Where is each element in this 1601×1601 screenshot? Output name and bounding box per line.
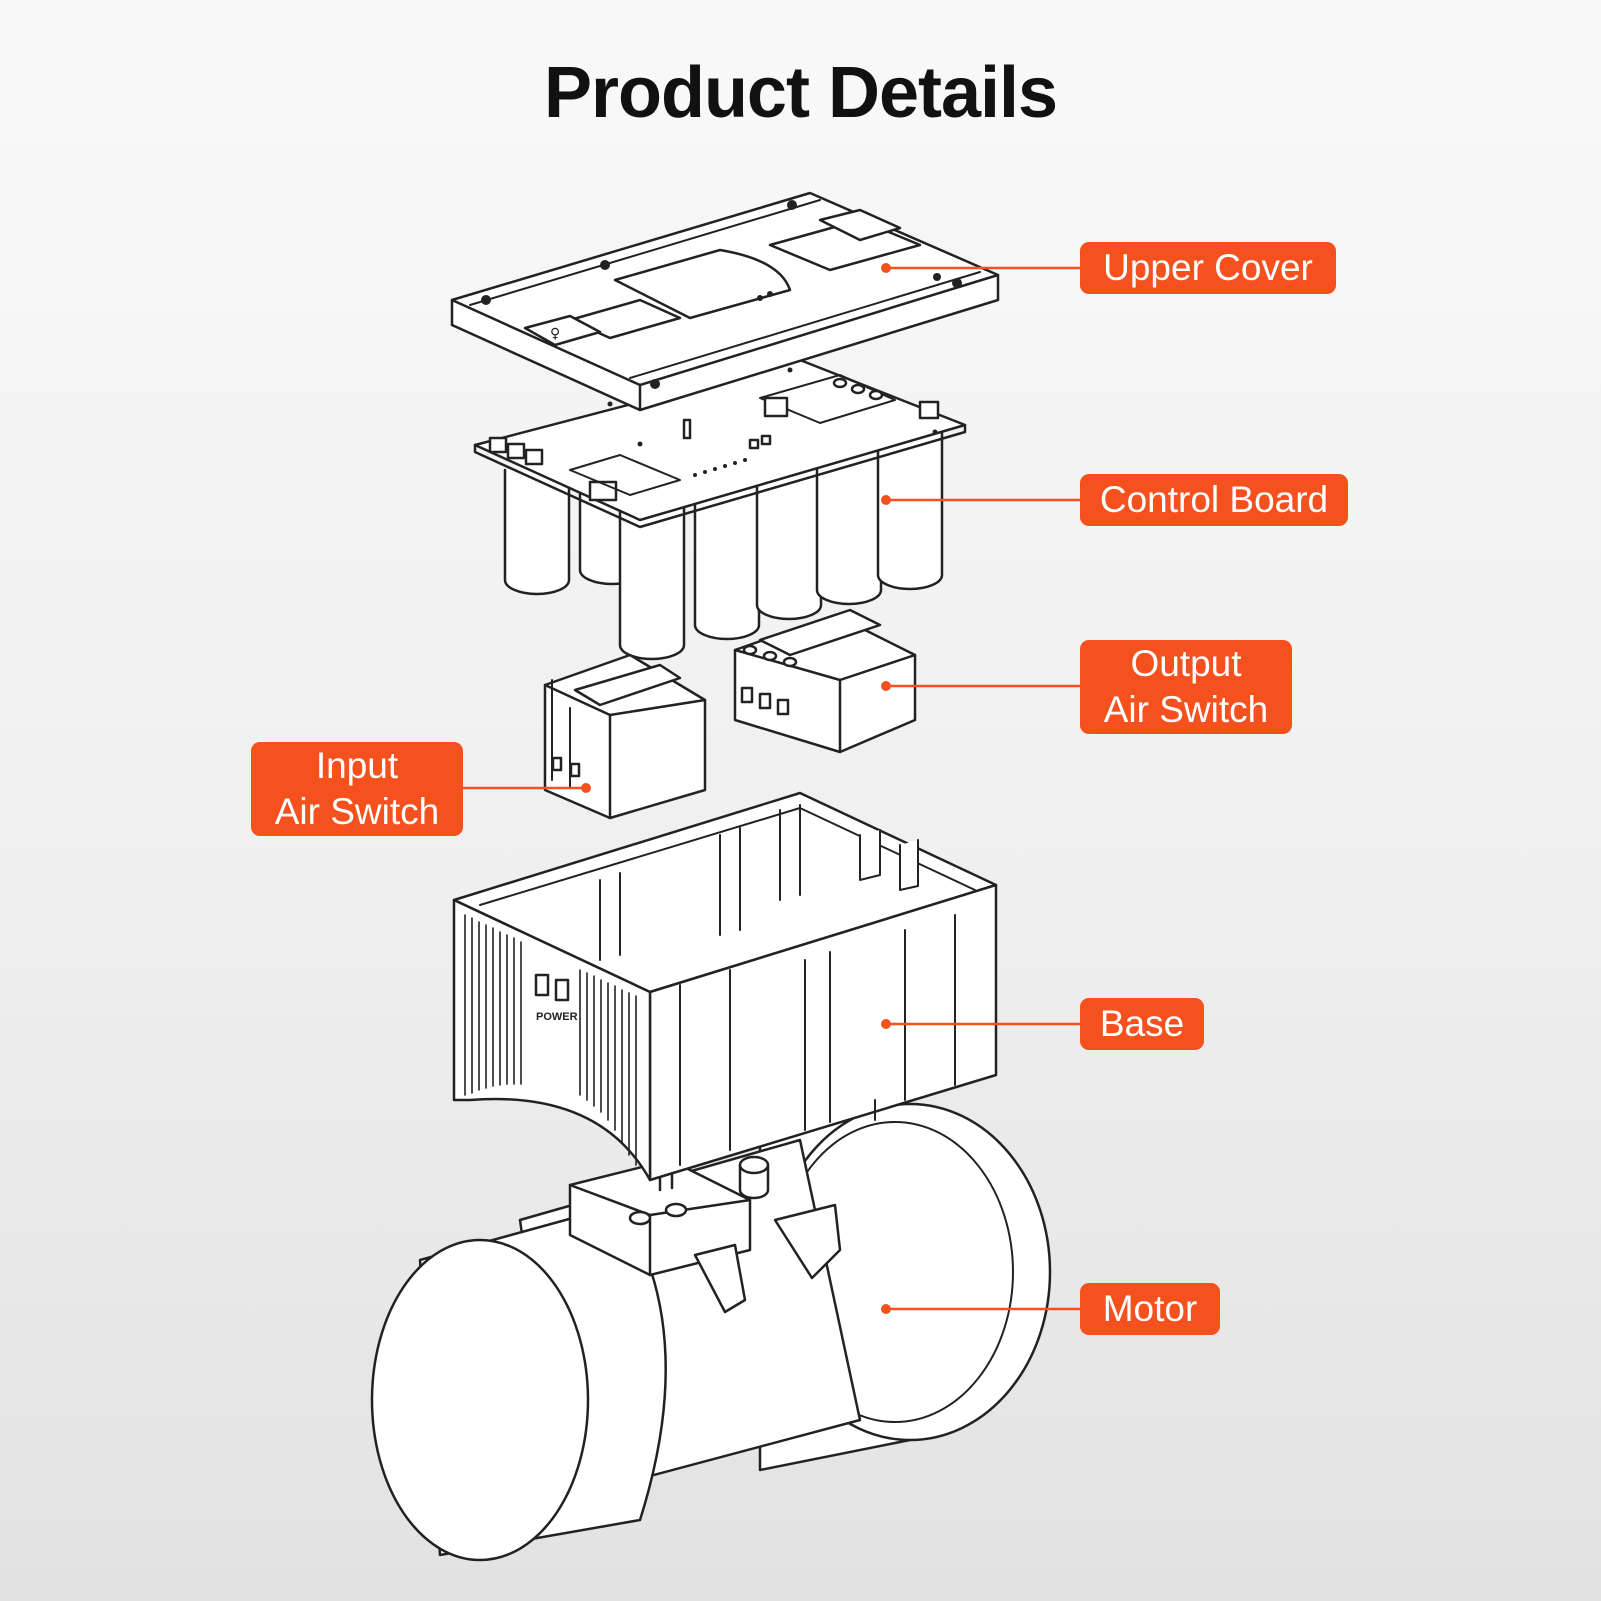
- callout-output-air-switch: Output Air Switch: [1080, 640, 1292, 734]
- callout-input-air-switch-text: Input Air Switch: [274, 745, 440, 832]
- base-illustration: POWER: [452, 791, 998, 1182]
- power-marking: POWER: [536, 1011, 578, 1023]
- svg-text:♀: ♀: [550, 326, 560, 342]
- callout-base-text: Base: [1099, 1003, 1185, 1044]
- callout-input-air-switch: Input Air Switch: [251, 742, 463, 836]
- callout-motor: Motor: [1080, 1283, 1220, 1335]
- callout-control-board: Control Board: [1080, 474, 1348, 526]
- control-board-illustration: [473, 358, 967, 661]
- page-title: Product Details: [543, 53, 1058, 133]
- output-air-switch-illustration: [733, 608, 917, 754]
- callout-motor-text: Motor: [1102, 1288, 1198, 1329]
- callout-control-board-text: Control Board: [1099, 479, 1329, 520]
- motor-illustration: [370, 1102, 1052, 1562]
- input-air-switch-illustration: [543, 653, 707, 820]
- callout-output-air-switch-text: Output Air Switch: [1103, 643, 1269, 730]
- callout-base: Base: [1080, 998, 1204, 1050]
- upper-cover-illustration: ♀: [450, 191, 1000, 412]
- callout-upper-cover: Upper Cover: [1080, 242, 1336, 294]
- leader-lines: [460, 263, 1084, 1314]
- callout-upper-cover-text: Upper Cover: [1103, 247, 1313, 288]
